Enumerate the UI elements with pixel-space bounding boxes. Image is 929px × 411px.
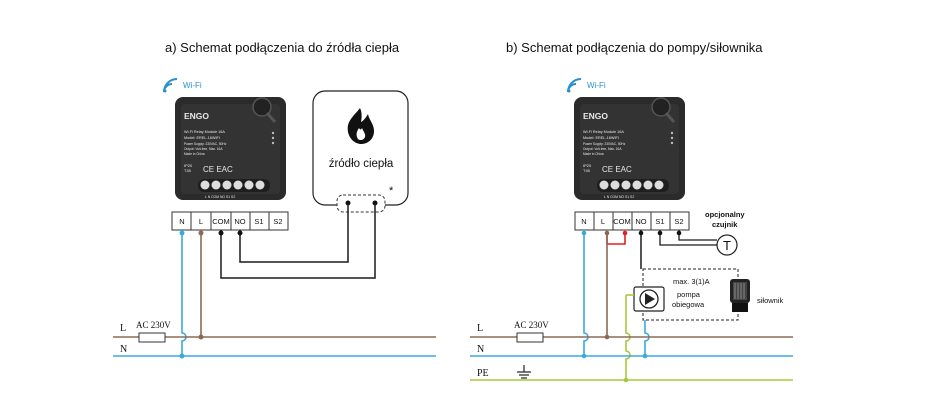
module-brand: ENGO xyxy=(184,111,209,121)
sensor-symbol: T xyxy=(723,238,731,253)
module-led-dots xyxy=(670,131,674,145)
module-name: Wi-Fi Relay Module 16A xyxy=(583,130,624,134)
relay-module: ENGO Wi-Fi Relay Module 16A Model: EREL-… xyxy=(175,97,286,200)
supply-pe-label: PE xyxy=(477,368,489,379)
heat-source-label: źródło ciepła xyxy=(329,158,394,170)
terminal-s1: S1 xyxy=(254,217,263,226)
module-temp: T45 xyxy=(184,168,192,173)
terminal-block: N L COM NO S1 S2 xyxy=(171,211,289,231)
module-pin-labels: L N COM NO S1 S2 xyxy=(604,195,634,199)
module-temp: T45 xyxy=(583,168,591,173)
terminal-l: L xyxy=(601,217,605,226)
wifi-label: Wi-Fi xyxy=(183,81,202,90)
module-model: Model: EREL-16WIFI xyxy=(184,136,220,140)
supply-b: L N PE AC 230V xyxy=(470,320,793,381)
wifi-label: Wi-Fi xyxy=(587,81,606,90)
terminal-s2: S2 xyxy=(674,217,683,226)
terminal-com: COM xyxy=(212,217,230,226)
terminal-s1: S1 xyxy=(655,217,664,226)
terminal-l: L xyxy=(199,217,203,226)
pump-label-2: obiegowa xyxy=(672,300,705,309)
sensor-label-1: opcjonalny xyxy=(705,210,745,219)
supply-voltage-label: AC 230V xyxy=(136,320,171,330)
terminal-n: N xyxy=(179,217,184,226)
module-output: Output: Volt-free, Max. 16A xyxy=(583,147,622,151)
diagram-a: Wi-Fi ENGO Wi-Fi Relay Module 16A Model:… xyxy=(113,78,436,359)
asterisk-note: * xyxy=(389,185,394,197)
wifi-icon xyxy=(567,78,582,93)
module-made: Made in China xyxy=(184,152,205,156)
supply-n-label: N xyxy=(120,344,127,355)
module-cert: CE EAC xyxy=(203,165,233,174)
module-button-icon xyxy=(651,97,676,123)
diagram-b: Wi-Fi ENGO Wi-Fi Relay Module 16A Model:… xyxy=(470,78,793,383)
diagram-a-title: a) Schemat podłączenia do źródła ciepła xyxy=(165,40,400,55)
module-ip: IP20 xyxy=(583,163,592,168)
actuator-icon xyxy=(730,279,750,312)
supply-voltage-label: AC 230V xyxy=(514,320,549,330)
module-name: Wi-Fi Relay Module 16A xyxy=(184,130,225,134)
module-led-dots xyxy=(271,131,275,145)
sensor-label-2: czujnik xyxy=(712,220,738,229)
sensor: opcjonalny czujnik T xyxy=(657,210,745,256)
module-power: Power Supply: 230VAC, 50Hz xyxy=(184,142,227,146)
bridge-wire xyxy=(606,232,626,245)
supply-n-label: N xyxy=(477,344,484,355)
module-brand: ENGO xyxy=(583,111,608,121)
module-ip: IP20 xyxy=(184,163,193,168)
diagram-b-title: b) Schemat podłączenia do pompy/siłownik… xyxy=(506,40,763,55)
module-model: Model: EREL-16WIFI xyxy=(583,136,619,140)
max-current-label: max. 3(1)A xyxy=(673,277,710,286)
ground-icon xyxy=(517,365,531,379)
supply-l-label: L xyxy=(120,323,126,334)
terminal-block: N L COM NO S1 S2 xyxy=(574,211,690,231)
flame-icon xyxy=(347,108,374,144)
terminal-com: COM xyxy=(613,217,631,226)
wifi-icon xyxy=(163,78,178,93)
relay-module: ENGO Wi-Fi Relay Module 16A Model: EREL-… xyxy=(574,97,685,200)
actuator-label: siłownik xyxy=(757,296,784,305)
module-cert: CE EAC xyxy=(602,165,632,174)
terminal-no: NO xyxy=(635,217,646,226)
module-screws xyxy=(597,179,669,192)
module-output: Output: Volt-free, Max. 16A xyxy=(184,147,223,151)
heat-source: źródło ciepła * xyxy=(312,90,409,213)
terminal-n: N xyxy=(581,217,586,226)
supply-a: L N AC 230V xyxy=(113,320,436,357)
module-power: Power Supply: 230VAC, 50Hz xyxy=(583,142,626,146)
terminal-no: NO xyxy=(234,217,245,226)
supply-l-label: L xyxy=(477,323,483,334)
module-pin-labels: L N COM NO S1 S2 xyxy=(205,195,235,199)
module-button-icon xyxy=(252,97,277,123)
pump-label-1: pompa xyxy=(677,290,701,299)
terminal-s2: S2 xyxy=(273,217,282,226)
module-made: Made in China xyxy=(583,152,604,156)
pump-icon xyxy=(633,286,665,312)
module-screws xyxy=(198,179,270,192)
